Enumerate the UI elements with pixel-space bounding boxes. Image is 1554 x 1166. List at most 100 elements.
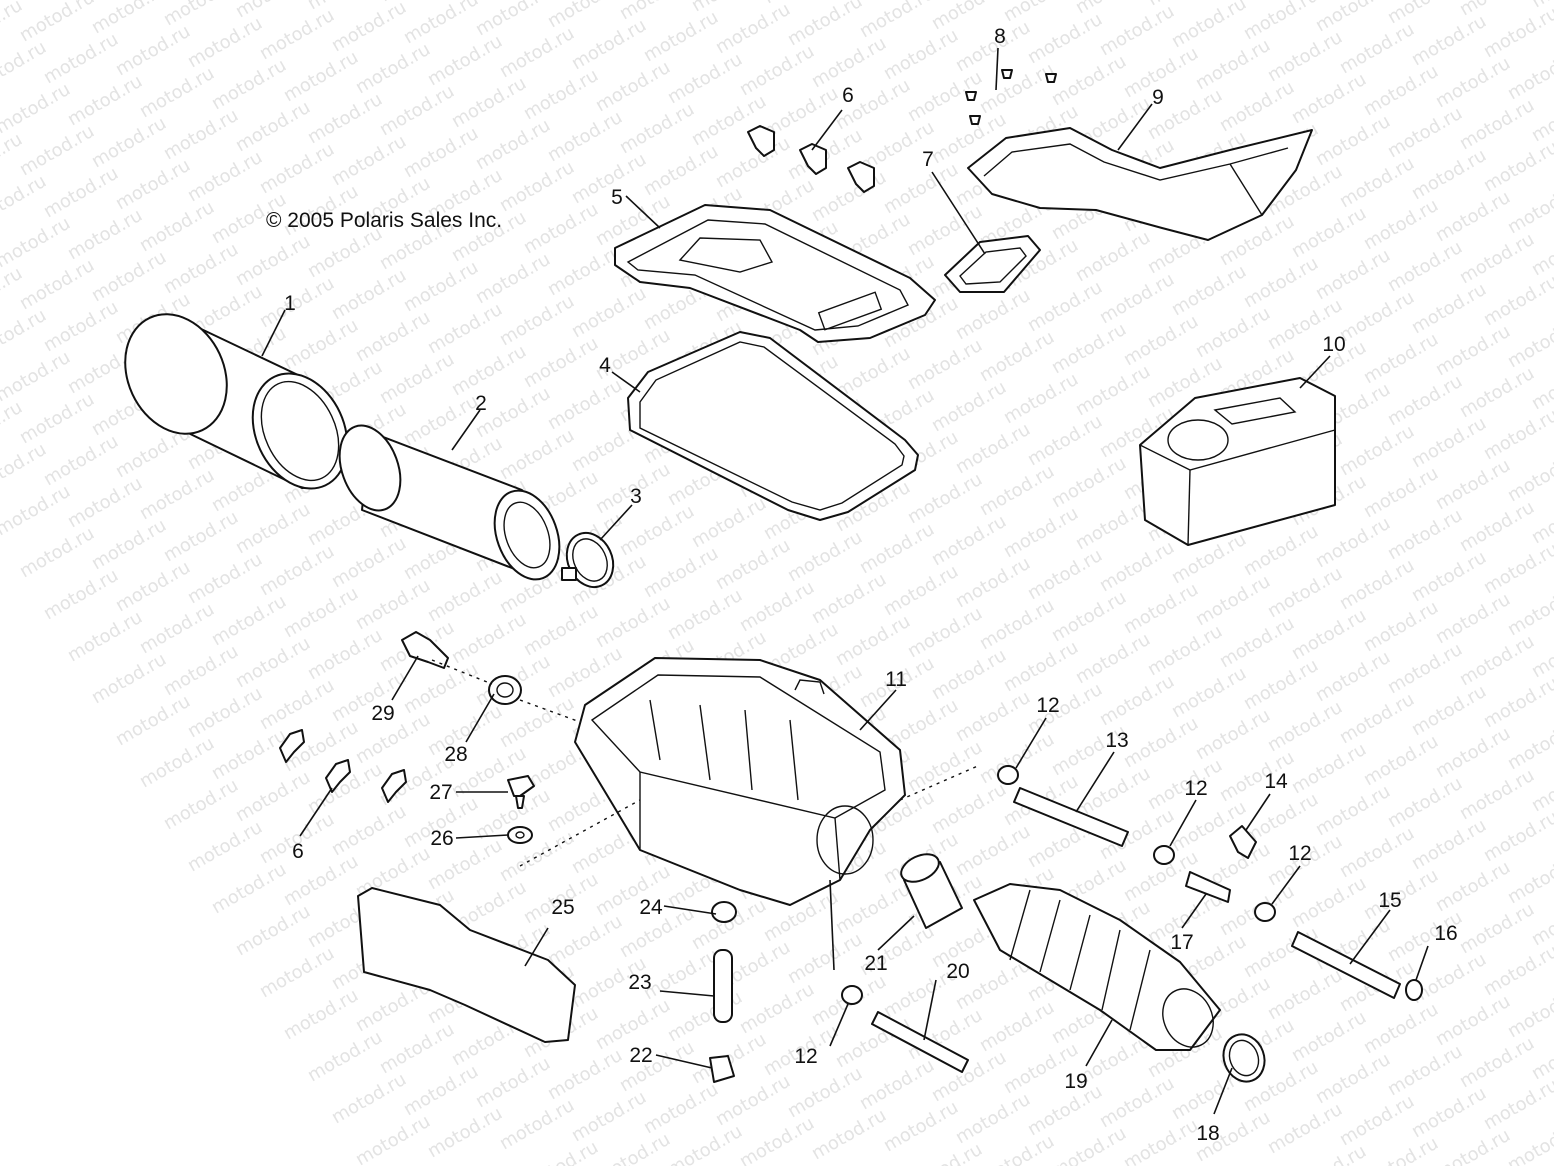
watermark-text: motod.ru: [160, 507, 242, 566]
watermark-text: motod.ru: [496, 1095, 578, 1154]
watermark-text: motod.ru: [136, 733, 218, 792]
side-cover-part: [357, 887, 576, 1043]
watermark-text: motod.ru: [136, 197, 218, 256]
watermark-text: motod.ru: [1408, 279, 1490, 338]
callout-20: 20: [946, 960, 969, 983]
watermark-text: motod.ru: [1456, 631, 1538, 690]
watermark-text: motod.ru: [520, 1137, 602, 1166]
watermark-text: motod.ru: [1408, 1083, 1490, 1142]
watermark-text: motod.ru: [904, 1139, 986, 1166]
watermark-text: motod.ru: [16, 255, 98, 314]
watermark-text: motod.ru: [160, 641, 242, 700]
watermark-text: motod.ru: [1312, 781, 1394, 840]
screws-part: [965, 69, 1057, 125]
watermark-text: motod.ru: [1384, 773, 1466, 832]
watermark-text: motod.ru: [328, 131, 410, 190]
watermark-text: motod.ru: [904, 469, 986, 528]
watermark-text: motod.ru: [304, 89, 386, 148]
watermark-text: motod.ru: [1456, 899, 1538, 958]
watermark-text: motod.ru: [472, 115, 554, 174]
watermark-text: motod.ru: [1456, 95, 1538, 154]
watermark-text: motod.ru: [64, 607, 146, 666]
watermark-text: motod.ru: [1048, 587, 1130, 646]
watermark-text: motod.ru: [88, 649, 170, 708]
watermark-text: motod.ru: [232, 767, 314, 826]
watermark-text: motod.ru: [64, 205, 146, 264]
watermark-text: motod.ru: [1456, 1033, 1538, 1092]
watermark-text: motod.ru: [664, 49, 746, 108]
watermark-text: motod.ru: [880, 159, 962, 218]
watermark-text: motod.ru: [1384, 103, 1466, 162]
watermark-text: motod.ru: [256, 541, 338, 600]
watermark-text: motod.ru: [112, 155, 194, 214]
watermark-text: motod.ru: [448, 609, 530, 668]
watermark-text: motod.ru: [1168, 261, 1250, 320]
watermark-text: motod.ru: [544, 107, 626, 166]
callout-17: 17: [1170, 931, 1193, 954]
watermark-text: motod.ru: [256, 943, 338, 1002]
watermark-text: motod.ru: [376, 1019, 458, 1078]
watermark-text: motod.ru: [952, 553, 1034, 612]
watermark-text: motod.ru: [1336, 19, 1418, 78]
watermark-text: motod.ru: [1408, 949, 1490, 1008]
watermark-text: motod.ru: [0, 347, 74, 406]
watermark-text: motod.ru: [112, 691, 194, 750]
watermark-text: motod.ru: [1000, 369, 1082, 428]
watermark-text: motod.ru: [592, 593, 674, 652]
callout-1: 1: [284, 292, 296, 315]
callout-4: 4: [599, 354, 611, 377]
watermark-text: motod.ru: [1480, 539, 1554, 598]
watermark-text: motod.ru: [904, 335, 986, 394]
watermark-text: motod.ru: [544, 911, 626, 970]
watermark-text: motod.ru: [472, 1053, 554, 1112]
watermark-text: motod.ru: [952, 1089, 1034, 1148]
watermark-text: motod.ru: [1288, 69, 1370, 128]
watermark-text: motod.ru: [1504, 179, 1554, 238]
watermark-text: motod.ru: [544, 241, 626, 300]
watermark-text: motod.ru: [160, 105, 242, 164]
watermark-text: motod.ru: [40, 297, 122, 356]
watermark-text: motod.ru: [1408, 815, 1490, 874]
watermark-text: motod.ru: [1024, 277, 1106, 336]
watermark-text: motod.ru: [1360, 195, 1442, 254]
watermark-text: motod.ru: [1048, 453, 1130, 512]
pre-filter-part: [124, 313, 349, 490]
watermark-text: motod.ru: [784, 0, 866, 50]
watermark-text: motod.ru: [1216, 77, 1298, 136]
check-valve-part: [1185, 871, 1231, 903]
watermark-text: motod.ru: [904, 603, 986, 662]
watermark-text: motod.ru: [1432, 321, 1514, 380]
watermark-text: motod.ru: [1336, 287, 1418, 346]
washer-part: [507, 826, 533, 844]
watermark-text: motod.ru: [976, 327, 1058, 386]
watermark-text: motod.ru: [808, 569, 890, 628]
watermark-text: motod.ru: [832, 879, 914, 938]
watermark-text: motod.ru: [160, 0, 242, 30]
assembly-lines: [431, 659, 981, 867]
watermark-text: motod.ru: [616, 99, 698, 158]
watermark-text: motod.ru: [64, 71, 146, 130]
watermark-text: motod.ru: [304, 625, 386, 684]
watermark-text: motod.ru: [280, 47, 362, 106]
watermark-text: motod.ru: [952, 687, 1034, 746]
watermark-text: motod.ru: [88, 0, 170, 38]
watermark-text: motod.ru: [1504, 313, 1554, 372]
watermark-text: motod.ru: [688, 493, 770, 552]
watermark-text: motod.ru: [1360, 1133, 1442, 1166]
watermark-text: motod.ru: [640, 543, 722, 602]
watermark-text: motod.ru: [640, 141, 722, 200]
watermark-text: motod.ru: [208, 859, 290, 918]
watermark-text: motod.ru: [1432, 53, 1514, 112]
watermark-text: motod.ru: [928, 645, 1010, 704]
watermark-text: motod.ru: [1312, 1049, 1394, 1108]
watermark-text: motod.ru: [208, 55, 290, 114]
watermark-text: motod.ru: [232, 499, 314, 558]
watermark-text: motod.ru: [520, 333, 602, 392]
watermark-text: motod.ru: [1288, 203, 1370, 262]
watermark-text: motod.ru: [976, 1131, 1058, 1166]
callout-12-b: 12: [1184, 777, 1207, 800]
callout-9: 9: [1152, 86, 1164, 109]
callout-14: 14: [1264, 770, 1288, 793]
watermark-text: motod.ru: [448, 341, 530, 400]
watermark-text: motod.ru: [1072, 227, 1154, 286]
